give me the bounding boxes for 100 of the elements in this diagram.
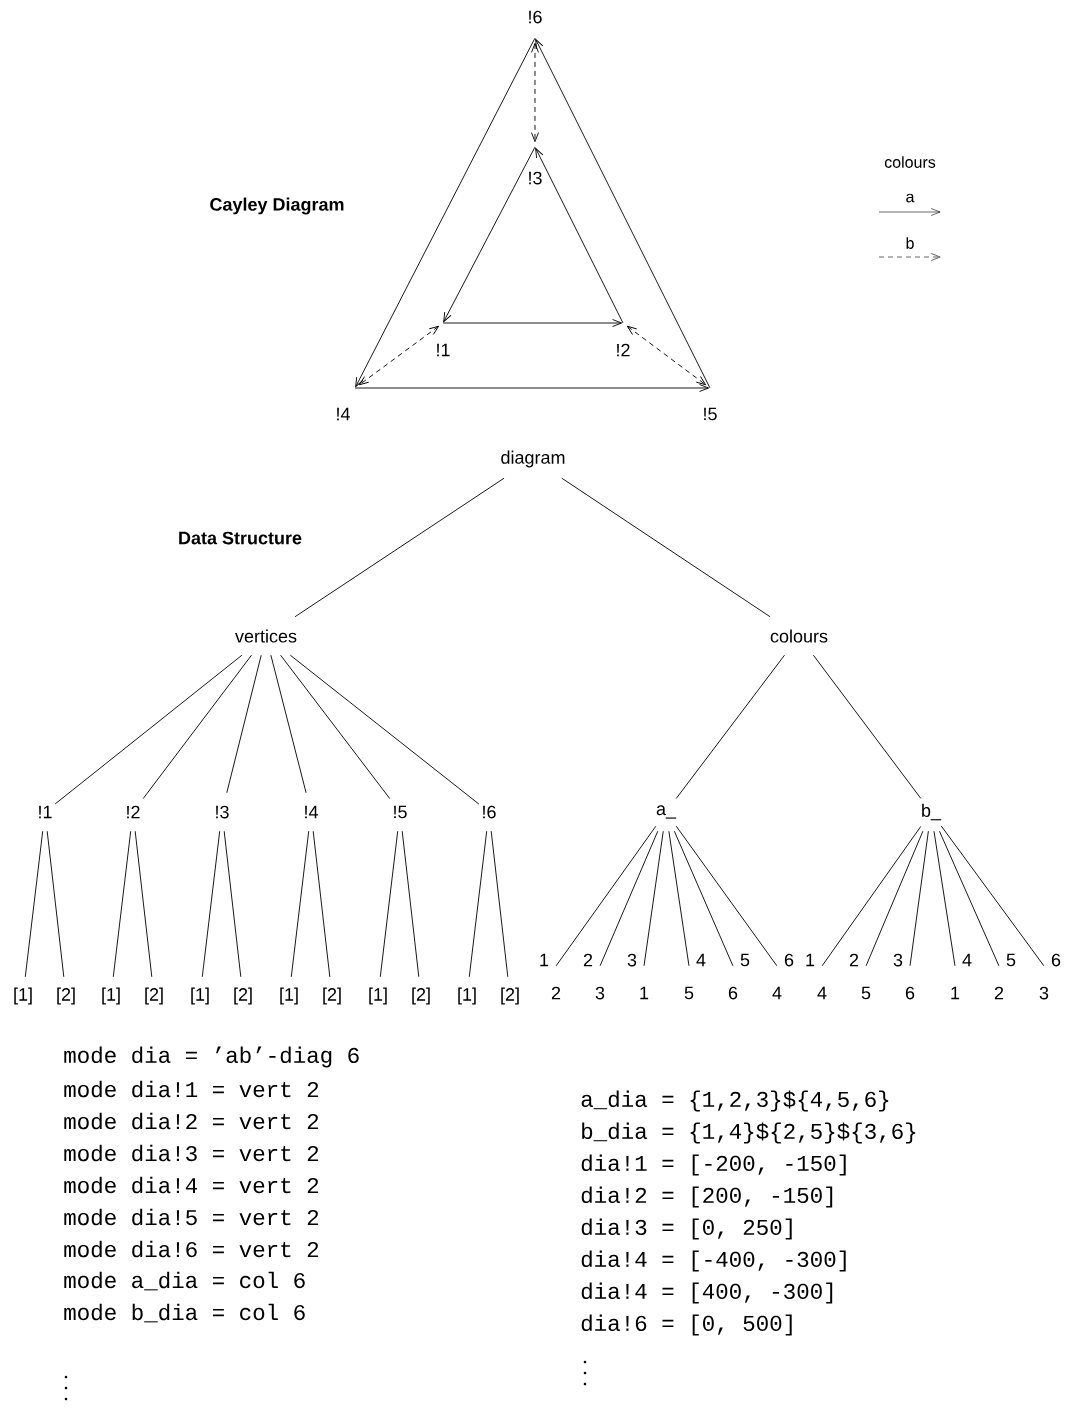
tree-label: [1] — [369, 987, 387, 1005]
tree-line — [939, 830, 1000, 967]
legend-text: a — [906, 193, 915, 203]
tree-line — [643, 830, 664, 967]
tree-label: b_ — [922, 803, 942, 821]
tree-label: !4 — [305, 805, 318, 819]
tree-line — [280, 654, 391, 800]
tree-label: [2] — [234, 987, 252, 1005]
tree-line — [226, 654, 262, 794]
leaf-label: 6 3 — [1039, 953, 1061, 1000]
arrow — [535, 38, 711, 389]
tree-line — [201, 830, 221, 978]
vertex-label: !1 — [437, 343, 450, 357]
code-line: mode a_dia = col 6 — [64, 1271, 305, 1291]
arrow — [531, 43, 539, 142]
arrow — [358, 325, 440, 386]
leaf-label: 3 1 — [627, 953, 649, 1000]
tree-line — [673, 830, 734, 967]
tree-line — [289, 654, 480, 805]
tree-label: !5 — [394, 805, 407, 819]
tree-line — [812, 654, 922, 799]
code-line: dia!1 = [-200, -150] — [581, 1154, 846, 1176]
tree-label: [1] — [280, 987, 298, 1005]
code-line: a_dia = {1,2,3}${4,5,6} — [581, 1090, 889, 1112]
tree-line — [379, 830, 399, 978]
code-line: mode dia!6 = vert 2 — [64, 1240, 319, 1258]
code-line: mode dia!3 = vert 2 — [64, 1144, 319, 1162]
arrow — [355, 37, 536, 388]
leaf-label: 5 6 — [728, 953, 750, 1000]
tree-line — [933, 830, 956, 967]
tree-label: diagram — [501, 450, 565, 468]
tree-label: [1] — [458, 987, 476, 1005]
arrow — [626, 325, 707, 386]
code-line: dia!4 = [-400, -300] — [581, 1250, 846, 1272]
tree-line — [46, 830, 65, 978]
tree-line — [675, 825, 778, 967]
vertex-label: !6 — [529, 10, 542, 24]
code-line: mode dia!1 = vert 2 — [64, 1080, 319, 1098]
code-line: dia!3 = [0, 250] — [581, 1218, 792, 1240]
tree-line — [909, 830, 929, 967]
tree-line — [223, 830, 242, 978]
code-line: mode b_dia = col 6 — [64, 1303, 305, 1323]
leaf-label: 1 4 — [806, 953, 827, 1000]
tree-line — [821, 825, 922, 967]
leaf-label: 3 6 — [893, 953, 915, 1000]
code-line: dia!6 = [0, 500] — [581, 1314, 792, 1336]
tree-label: [2] — [412, 987, 430, 1005]
code-line: dia!4 = [400, -300] — [581, 1282, 833, 1304]
leaf-label: 4 5 — [684, 953, 706, 1000]
tree-line — [468, 830, 488, 978]
leaf-label: 2 5 — [849, 953, 871, 1000]
heading: Cayley Diagram — [210, 197, 344, 215]
tree-line — [668, 830, 690, 967]
tree-label: !3 — [216, 805, 229, 819]
arrow — [443, 146, 536, 323]
leaf-label: 4 1 — [951, 953, 972, 1000]
leaf-label: 6 4 — [772, 953, 794, 1000]
tree-line — [555, 825, 657, 967]
tree-label: [2] — [145, 987, 163, 1005]
tree-line — [24, 830, 44, 978]
vertex-label: !2 — [617, 343, 630, 357]
arrow — [535, 147, 624, 324]
legend-heading: colours — [884, 156, 936, 168]
code-line: mode dia!4 = vert 2 — [64, 1176, 319, 1194]
arrow — [442, 319, 622, 327]
tree-label: [2] — [323, 987, 341, 1005]
leaf-label: 2 3 — [583, 953, 605, 1000]
tree-line — [294, 477, 505, 618]
tree-label: [1] — [14, 987, 32, 1005]
code-line: mode dia!2 = vert 2 — [64, 1112, 319, 1130]
legend-text: b — [906, 237, 914, 249]
tree-line — [401, 830, 420, 978]
tree-line — [675, 654, 785, 799]
tree-label: vertices — [235, 629, 297, 643]
tree-line — [142, 654, 252, 799]
tree-label: [1] — [191, 987, 209, 1005]
tree-label: [2] — [57, 987, 75, 1005]
tree-label: [2] — [501, 987, 519, 1005]
code-line: b_dia = {1,4}${2,5}${3,6} — [582, 1122, 916, 1144]
tree-line — [54, 654, 243, 805]
tree-label: colours — [770, 629, 828, 643]
tree-label: !6 — [483, 805, 496, 819]
tree-line — [490, 830, 509, 978]
code-line: dia!2 = [200, -150] — [581, 1186, 833, 1208]
tree-line — [865, 830, 924, 967]
tree-label: a_ — [656, 805, 677, 819]
tree-line — [561, 477, 771, 618]
code-line: mode dia = ’ab’-diag 6 — [64, 1046, 359, 1068]
vertex-label: !3 — [529, 171, 542, 185]
tree-label: [1] — [102, 987, 120, 1005]
tree-label: !1 — [39, 805, 52, 819]
tree-line — [599, 830, 659, 967]
tree-line — [290, 830, 310, 978]
vertex-label: !4 — [337, 407, 350, 421]
tree-line — [112, 830, 132, 978]
vertex-label: !5 — [704, 407, 717, 421]
tree-line — [940, 825, 1045, 967]
leaf-label: 1 2 — [540, 953, 561, 1000]
leaf-label: 5 2 — [994, 953, 1016, 1000]
tree-label: !2 — [127, 805, 140, 819]
